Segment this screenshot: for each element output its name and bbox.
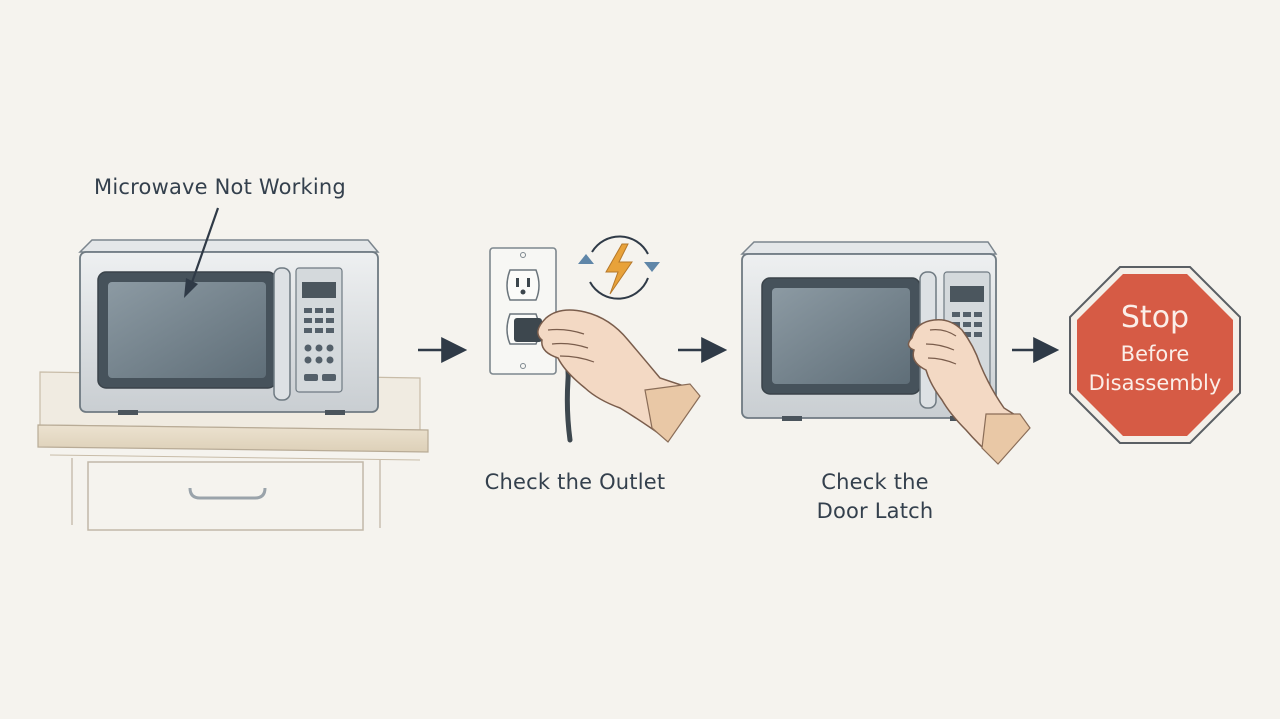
check-door-latch-line1: Check the <box>821 470 929 494</box>
cycle-arrows-icon <box>578 235 660 300</box>
hand-icon <box>907 318 1031 465</box>
keypad-buttons <box>304 308 336 381</box>
problem-label: Microwave Not Working <box>94 175 346 199</box>
check-door-latch-label: Check the Door Latch <box>760 468 990 526</box>
stop-sign-icon <box>1069 266 1241 444</box>
wall-outlet-icon <box>489 247 557 375</box>
lightning-icon <box>605 243 633 295</box>
hand-icon <box>537 309 701 443</box>
stop-sign-line2: Before <box>1120 342 1190 366</box>
problem-pointer <box>184 207 220 298</box>
stop-sign-line1: Stop <box>1120 300 1190 335</box>
check-outlet-label: Check the Outlet <box>484 470 666 494</box>
stop-sign-line3: Disassembly <box>1088 371 1222 395</box>
microwave-icon <box>78 239 380 415</box>
check-door-latch-line2: Door Latch <box>816 499 934 523</box>
